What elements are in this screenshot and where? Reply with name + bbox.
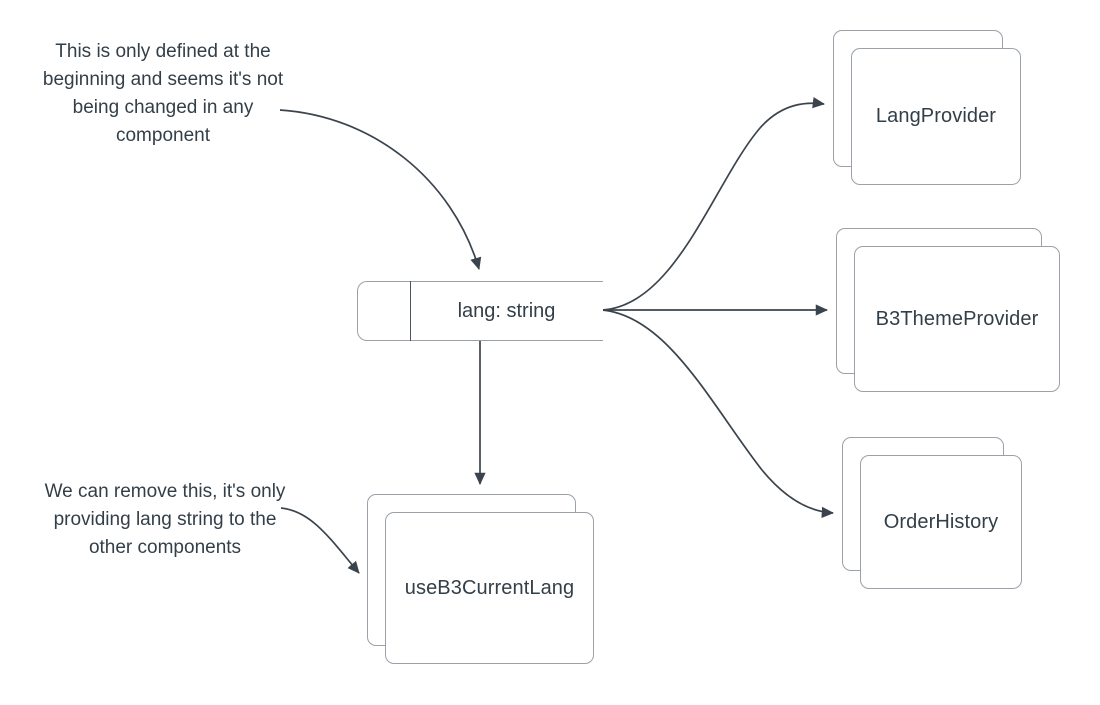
card-front: B3ThemeProvider	[854, 246, 1060, 392]
card-front: OrderHistory	[860, 455, 1022, 589]
lang-string-divider	[410, 281, 411, 341]
connector-annotation-to-hook	[280, 507, 360, 574]
node-lang-string[interactable]: lang: string	[357, 281, 603, 341]
node-langprovider-label: LangProvider	[875, 105, 997, 127]
annotation-remove-hook: We can remove this, it's only providing …	[44, 481, 286, 558]
annotation-lang-defined: This is only defined at the beginning an…	[42, 41, 284, 146]
node-orderhistory[interactable]: OrderHistory	[842, 437, 1022, 589]
card-front: useB3CurrentLang	[385, 512, 594, 664]
card-front: LangProvider	[851, 48, 1021, 185]
node-b3themeprovider-label: B3ThemeProvider	[875, 307, 1039, 330]
node-useb3currentlang-label: useB3CurrentLang	[404, 576, 575, 599]
connector-lang-to-orderhistory	[601, 309, 834, 518]
node-useb3currentlang[interactable]: useB3CurrentLang	[367, 494, 594, 664]
node-langprovider[interactable]: LangProvider	[833, 30, 1021, 185]
node-b3themeprovider[interactable]: B3ThemeProvider	[836, 228, 1060, 392]
node-orderhistory-label: OrderHistory	[883, 510, 999, 533]
connector-annotation-to-lang-string	[279, 109, 482, 270]
lang-string-body	[357, 281, 603, 341]
lang-string-label: lang: string	[457, 299, 556, 322]
connector-lang-to-langprovider	[601, 97, 825, 311]
